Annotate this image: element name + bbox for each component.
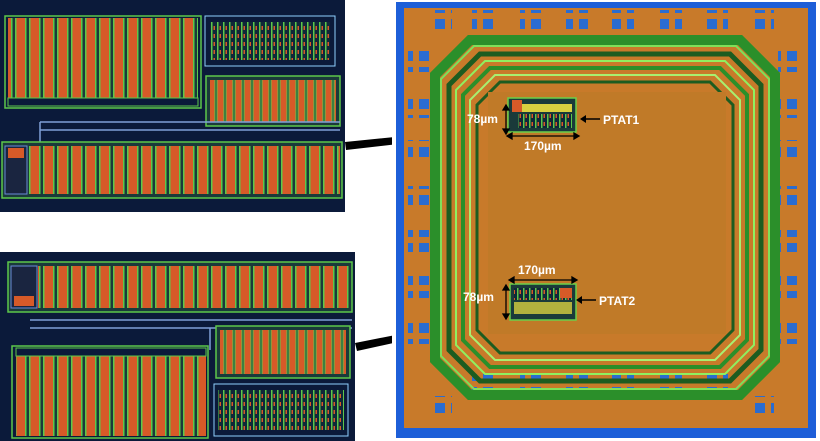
pad-column-left — [408, 50, 430, 344]
ptat1-label: PTAT1 — [603, 113, 640, 127]
ptat1-height-label: 78µm — [467, 112, 498, 126]
pad-column-right — [778, 50, 800, 344]
ptat2-dimension-markers — [501, 275, 579, 321]
layout-ptat1-panel — [0, 0, 345, 212]
ptat2-block — [509, 283, 577, 321]
ptat2-height-label: 78µm — [463, 290, 494, 304]
ptat2-width-label: 170µm — [518, 263, 556, 277]
ptat1-dimension-markers — [501, 103, 581, 141]
ptat2-label-arrow — [576, 296, 596, 304]
arrow-left-icon — [580, 115, 586, 123]
pad-row-top — [430, 10, 774, 32]
ptat2-label: PTAT2 — [599, 294, 636, 308]
layout-ptat2-panel — [0, 252, 355, 441]
seal-ring — [430, 35, 780, 400]
ptat1-label-arrow — [580, 115, 600, 123]
arrow-left-icon — [576, 296, 582, 304]
chip-micrograph: 78µm 170µm PTAT1 170µm 78µm PTAT2 — [392, 0, 820, 441]
ptat1-block — [507, 97, 577, 133]
ptat1-width-label: 170µm — [524, 139, 562, 153]
